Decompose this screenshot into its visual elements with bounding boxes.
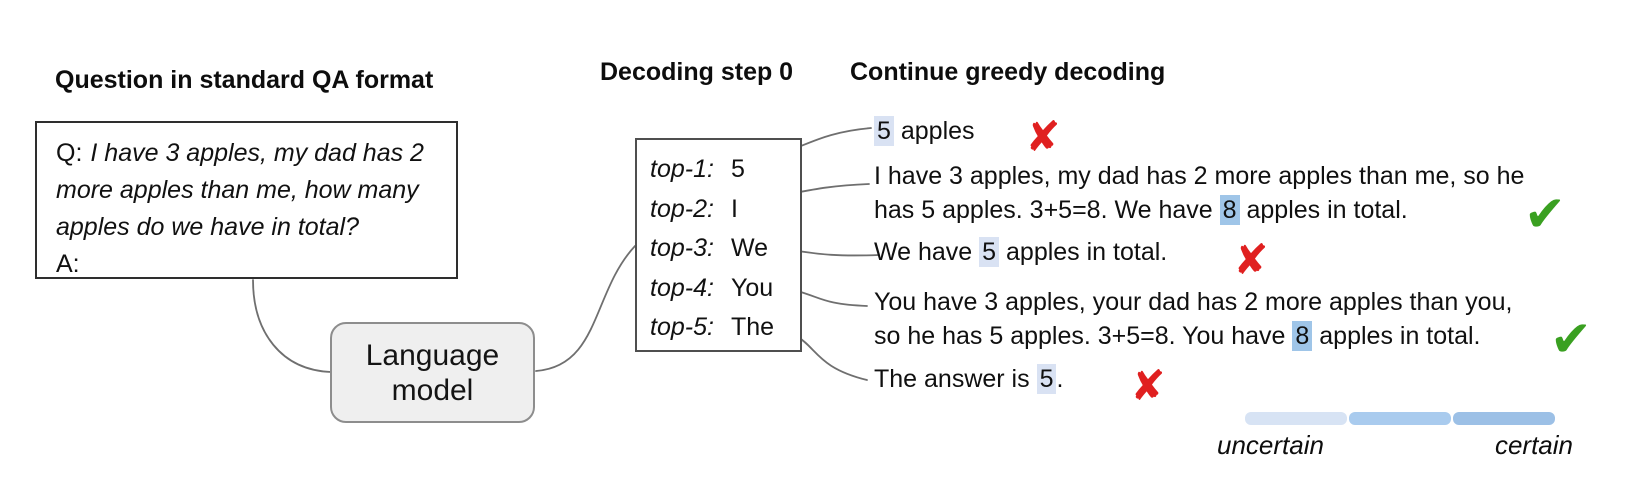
topk-label: top-5: xyxy=(650,313,714,341)
decoding-row: top-3: We xyxy=(650,234,800,274)
question-prefix: Q: xyxy=(56,139,83,167)
highlighted-token: 5 xyxy=(1036,364,1057,394)
decoding-section-title: Decoding step 0 xyxy=(600,58,794,86)
confidence-legend-labels: uncertain certain xyxy=(1217,430,1573,461)
continuation-top5: The answer is 5. xyxy=(874,362,1063,396)
question-section-title: Question in standard QA format xyxy=(55,66,434,94)
topk-label: top-2: xyxy=(650,194,714,223)
gradient-segment-middle xyxy=(1349,412,1451,425)
highlighted-token: 8 xyxy=(1292,321,1313,351)
topk-token: The xyxy=(731,313,775,341)
continuation-text: I have 3 apples, my dad has 2 more apple… xyxy=(874,162,1525,190)
continuation-text: so he has 5 apples. 3+5=8. You have xyxy=(874,322,1293,350)
topk-token: We xyxy=(731,234,769,262)
check-icon: ✔ xyxy=(1550,310,1592,368)
continuation-text: The answer is xyxy=(874,365,1037,393)
gradient-segment-certain xyxy=(1453,412,1555,425)
continuation-text: apples in total. xyxy=(1239,196,1408,224)
continuation-text: has 5 apples. 3+5=8. We have xyxy=(874,196,1220,224)
topk-token: 5 xyxy=(731,155,745,183)
cross-icon: ✘ xyxy=(1025,112,1061,161)
gradient-segment-uncertain xyxy=(1245,412,1347,425)
topk-label: top-1: xyxy=(650,155,714,183)
connector-question-to-lm xyxy=(252,279,332,373)
decoding-row: top-2: I xyxy=(650,195,800,235)
continuation-top2: I have 3 apples, my dad has 2 more apple… xyxy=(874,159,1524,227)
highlighted-token: 5 xyxy=(874,116,894,146)
confidence-gradient-bar xyxy=(1245,412,1555,425)
decoding-row: top-5: The xyxy=(650,313,800,353)
continuation-text: We have xyxy=(874,238,980,266)
cross-icon: ✘ xyxy=(1130,361,1166,410)
topk-token: You xyxy=(731,273,774,302)
cross-icon: ✘ xyxy=(1233,235,1269,284)
topk-label: top-3: xyxy=(650,234,714,262)
topk-label: top-4: xyxy=(650,273,714,302)
answer-prefix: A: xyxy=(56,250,80,278)
highlighted-token: 8 xyxy=(1219,195,1240,225)
question-box: Q:I have 3 apples, my dad has 2 more app… xyxy=(35,121,458,279)
language-model-box: Language model xyxy=(330,322,535,423)
continuation-top4: You have 3 apples, your dad has 2 more a… xyxy=(874,285,1512,353)
continuation-text: apples in total. xyxy=(999,238,1168,266)
continuation-text: apples xyxy=(893,117,975,145)
continuation-text: . xyxy=(1056,365,1064,393)
check-icon: ✔ xyxy=(1524,185,1566,243)
language-model-label-line1: Language xyxy=(365,338,500,372)
continuation-section-title: Continue greedy decoding xyxy=(850,58,1166,86)
topk-token: I xyxy=(731,194,738,223)
continuation-top3: We have 5 apples in total. xyxy=(874,235,1167,269)
connector-lm-to-decoding xyxy=(535,245,636,372)
continuation-text: You have 3 apples, your dad has 2 more a… xyxy=(874,288,1513,316)
highlighted-token: 5 xyxy=(979,237,1000,267)
legend-uncertain-label: uncertain xyxy=(1217,430,1324,460)
continuation-text: apples in total. xyxy=(1312,322,1481,350)
decoding-row: top-4: You xyxy=(650,274,800,314)
continuation-top1: 5 apples xyxy=(874,114,975,148)
legend-certain-label: certain xyxy=(1494,430,1573,460)
decoding-row: top-1: 5 xyxy=(650,155,800,195)
language-model-label-line2: model xyxy=(391,373,474,407)
question-text: I have 3 apples, my dad has 2 more apple… xyxy=(56,139,424,241)
